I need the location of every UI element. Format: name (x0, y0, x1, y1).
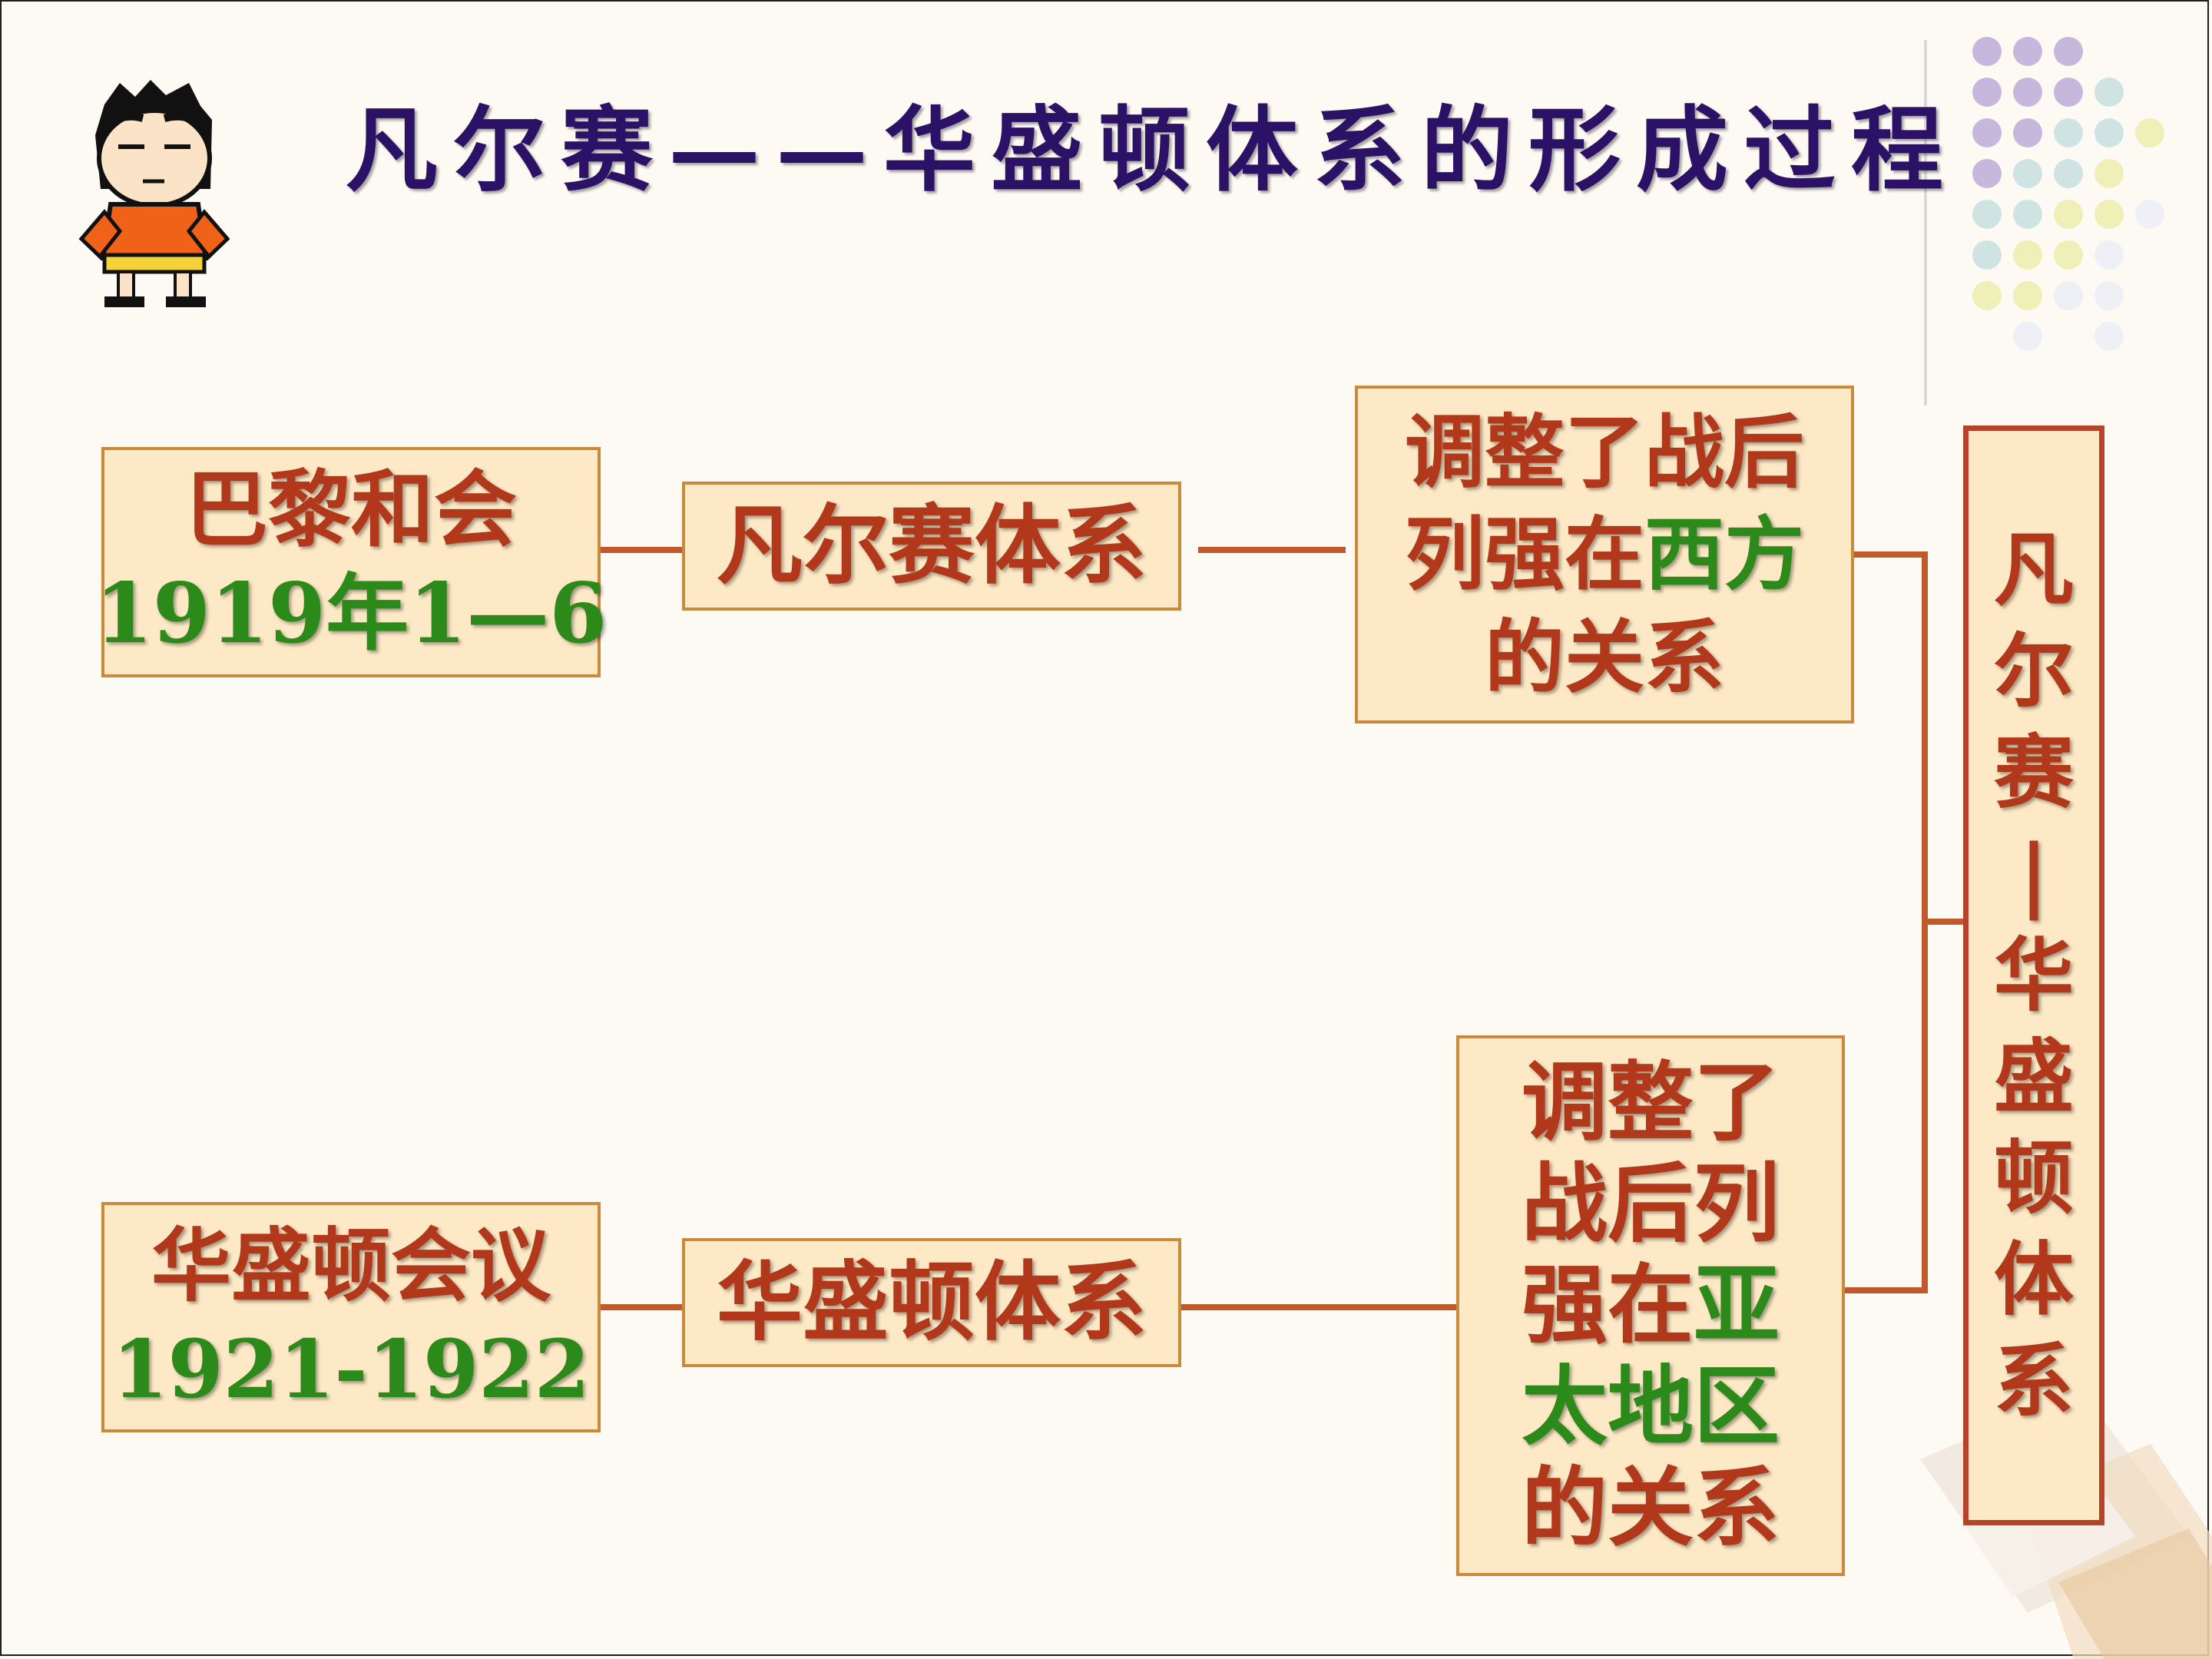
asia-relations-line-3: 强在亚 (1522, 1255, 1780, 1356)
system-char: 华 (1993, 927, 2074, 1022)
decorative-dot (2094, 118, 2124, 147)
system-char: 盛 (1993, 1029, 2074, 1124)
washington-conference-date: 1921-1922 (111, 1322, 591, 1416)
asia-relations-line-1: 调整了 (1522, 1051, 1780, 1153)
western-relations-line-2-a: 列强在 (1404, 507, 1644, 602)
connector-asia-system (1845, 1287, 1928, 1293)
system-char: 赛 (1993, 724, 2074, 820)
decorative-dot (1972, 281, 2002, 310)
paris-conference-name: 巴黎和会 (184, 462, 517, 558)
decorative-dot (1972, 37, 2002, 66)
paris-conference-date: 1919年1—6 (94, 565, 608, 662)
decorative-dot (2094, 240, 2124, 270)
asia-relations-line-5: 的关系 (1522, 1458, 1780, 1559)
asia-pacific-relations-box: 调整了 战后列 强在亚 太地区 的关系 (1456, 1035, 1845, 1576)
washington-conference-box: 华盛顿会议 1921-1922 (101, 1202, 601, 1432)
western-relations-line-2-b: 西方 (1644, 507, 1805, 602)
decorative-dot (2135, 200, 2164, 229)
decorative-dot (2094, 159, 2124, 188)
connector-west-system (1854, 551, 1928, 558)
asia-relations-line-3-b: 亚 (1694, 1254, 1780, 1356)
decorative-dot (2054, 240, 2083, 270)
western-relations-line-2: 列强在西方 (1405, 503, 1804, 605)
decorative-dot (2013, 322, 2042, 351)
divider-line (1924, 40, 1927, 406)
decorative-dot (2094, 200, 2124, 229)
decorative-dot (2013, 118, 2042, 147)
connector-paris-versailles (601, 547, 682, 553)
connector-washconf-washington (601, 1304, 682, 1310)
decorative-dot (1972, 200, 2002, 229)
system-char: 尔 (1993, 623, 2074, 718)
connector-versailles-west (1198, 547, 1346, 553)
decorative-dot (1972, 118, 2002, 147)
decorative-dot (2094, 281, 2124, 310)
decorative-dot (2013, 159, 2042, 188)
washington-system-label: 华盛顿体系 (717, 1251, 1147, 1353)
decorative-dot (2013, 240, 2042, 270)
decorative-dot (2013, 200, 2042, 229)
versailles-system-label: 凡尔赛体系 (717, 495, 1147, 596)
decorative-dot (1972, 78, 2002, 107)
asia-relations-line-4: 太地区 (1522, 1356, 1780, 1458)
decorative-dot (2054, 118, 2083, 147)
versailles-system-box: 凡尔赛体系 (682, 482, 1181, 611)
connector-washington-asia (1181, 1304, 1456, 1310)
system-char: 顿 (1993, 1131, 2074, 1226)
decorative-dot (2094, 322, 2124, 351)
decorative-dot (2054, 200, 2083, 229)
system-char: 体 (1993, 1232, 2074, 1327)
page-title: 凡尔赛——华盛顿体系的形成过程 (346, 96, 1959, 204)
decorative-dot (2013, 37, 2042, 66)
decorative-dot (2094, 78, 2124, 107)
decorative-dot (2135, 118, 2164, 147)
decorative-dot (2054, 37, 2083, 66)
system-char: 系 (1993, 1333, 2074, 1429)
western-relations-line-3: 的关系 (1484, 609, 1724, 704)
washington-conference-name: 华盛顿会议 (151, 1217, 551, 1313)
system-char: 凡 (1993, 522, 2074, 617)
decorative-dot (2013, 281, 2042, 310)
paris-peace-conference-box: 巴黎和会 1919年1—6 (95, 447, 607, 677)
decorative-dot (1972, 240, 2002, 270)
decorative-dot (2013, 78, 2042, 107)
asia-relations-line-2: 战后列 (1522, 1153, 1780, 1254)
connector-bracket-system (1922, 919, 1963, 925)
decorative-dot (2054, 159, 2083, 188)
versailles-washington-system-box: 凡 尔 赛 | 华 盛 顿 体 系 (1963, 426, 2104, 1525)
decorative-dot (1972, 159, 2002, 188)
decorative-dot (2054, 78, 2083, 107)
system-separator: | (2019, 826, 2048, 921)
decorative-dot (2054, 281, 2083, 310)
asia-relations-line-3-a: 强在 (1522, 1254, 1694, 1356)
cartoon-boy-icon (78, 80, 230, 307)
western-relations-box: 调整了战后 列强在西方 的关系 (1355, 386, 1854, 724)
western-relations-line-1: 调整了战后 (1404, 405, 1804, 500)
washington-system-box: 华盛顿体系 (682, 1238, 1181, 1367)
